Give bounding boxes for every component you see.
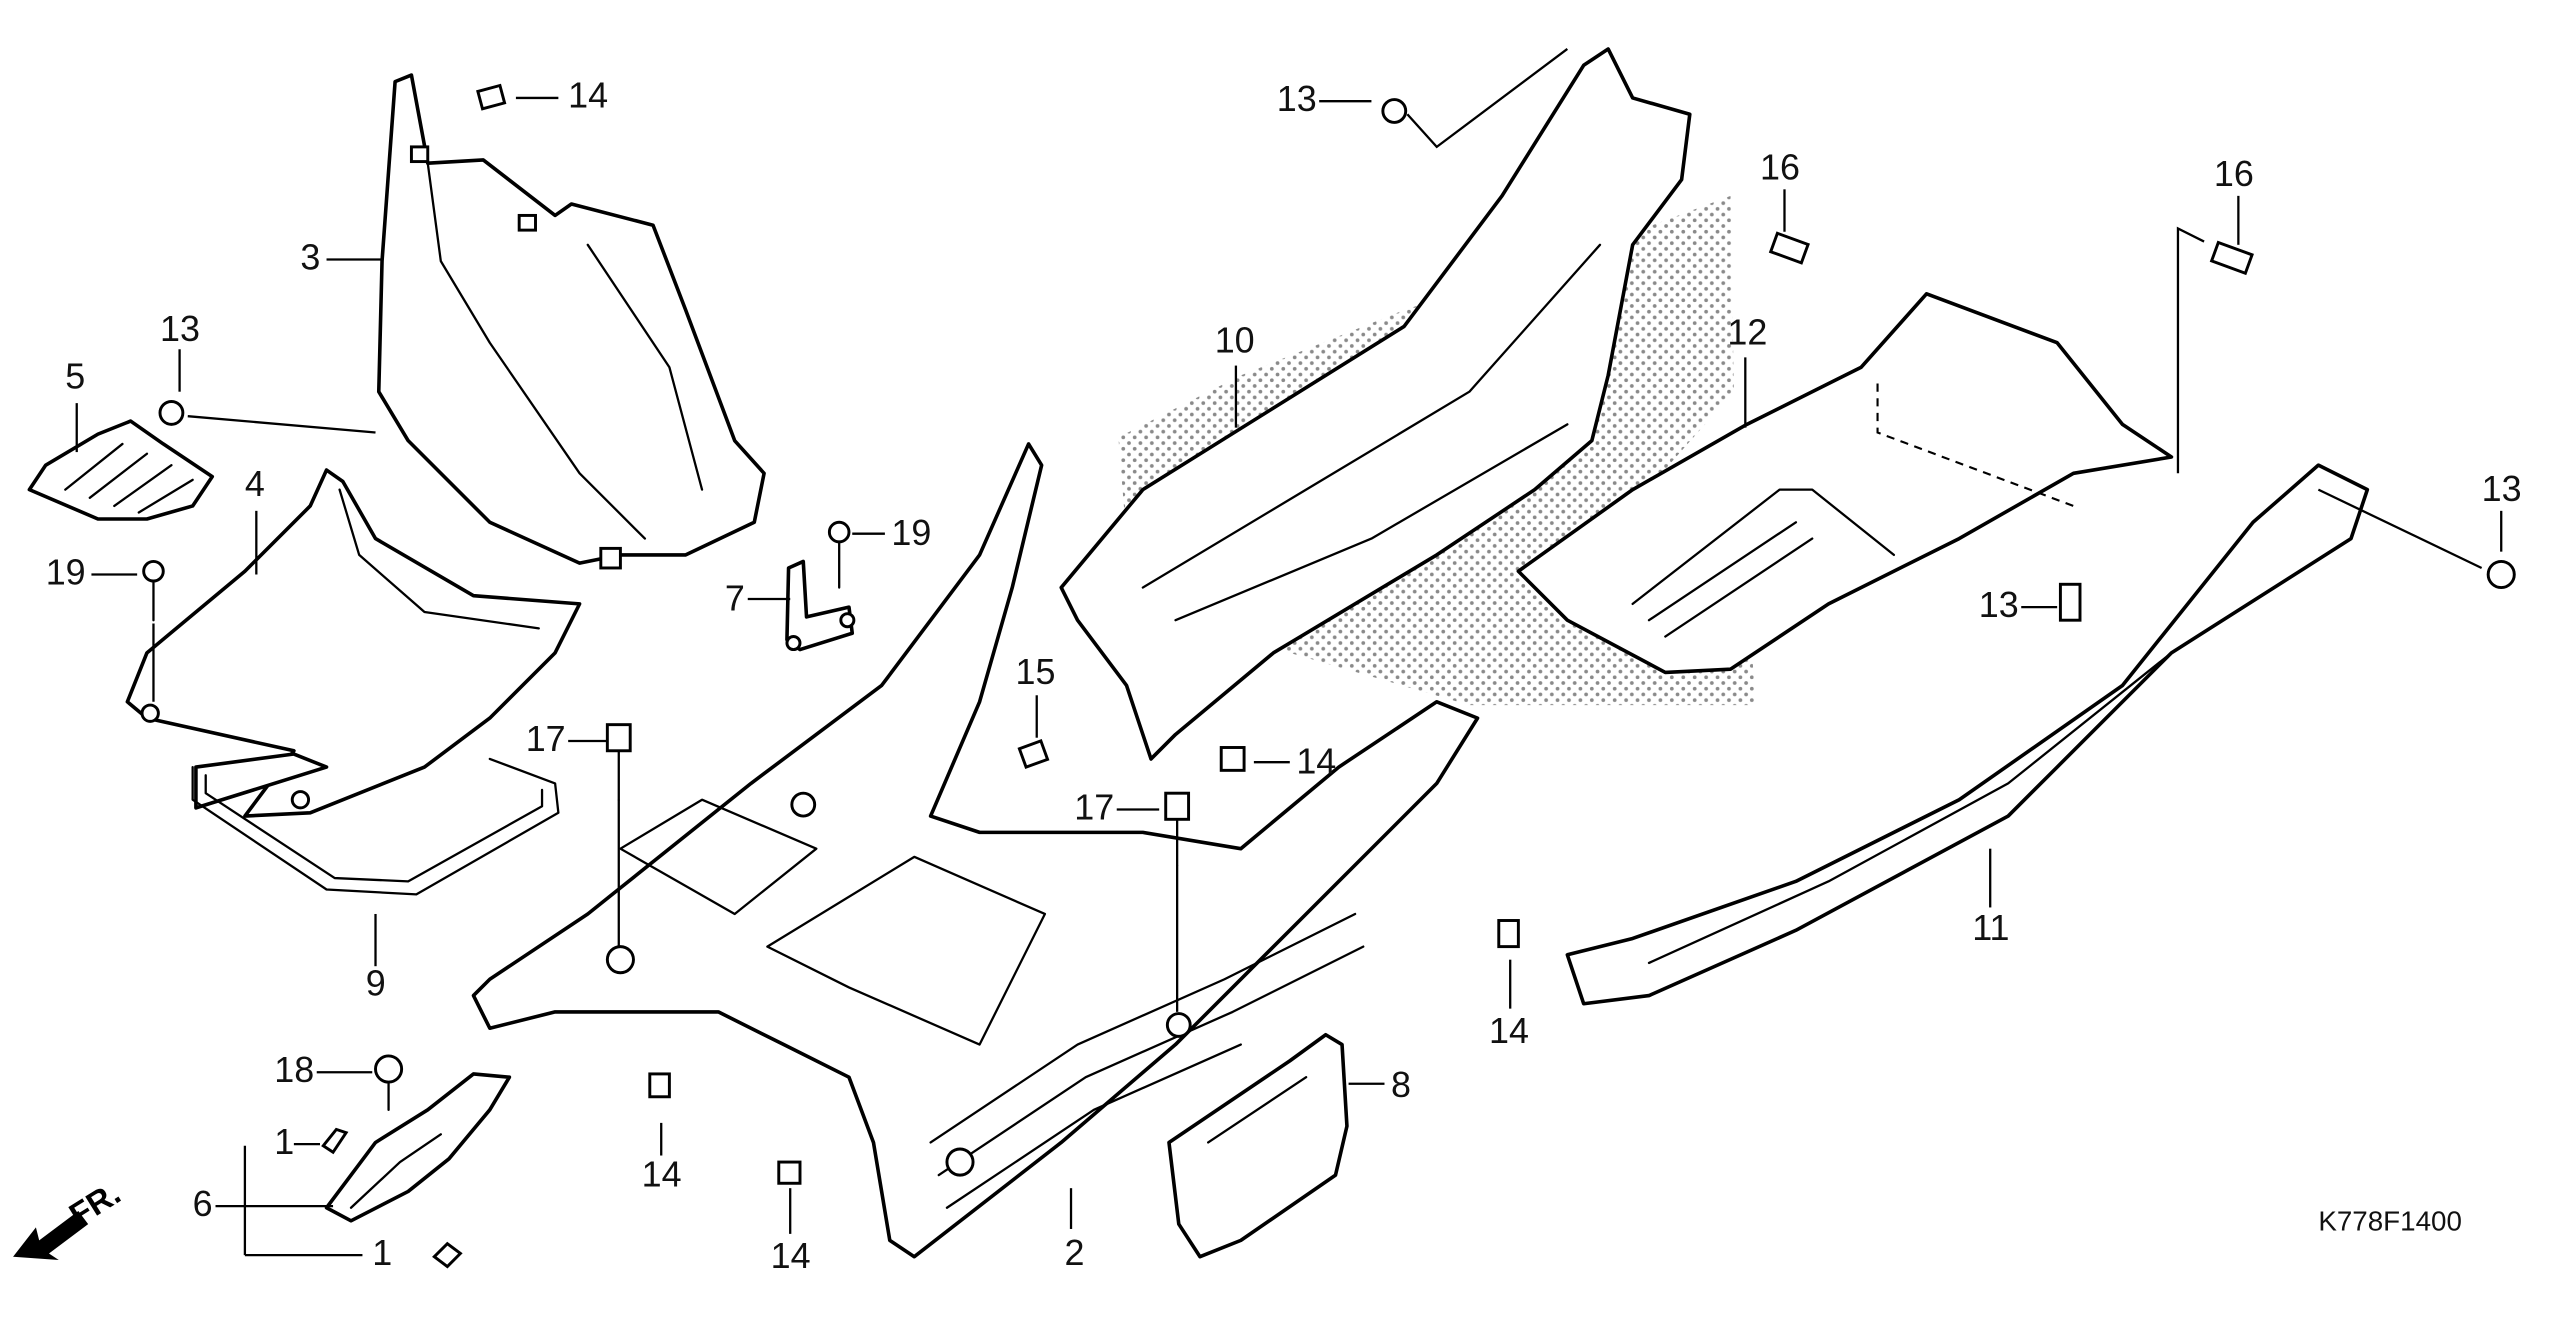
callout-1-seal-pad-lower[interactable]: 1 [244,1232,392,1273]
callout-number: 13 [1277,78,1317,119]
callout-16-bolt-right[interactable]: 16 [2214,153,2254,245]
front-direction-arrow-icon: FR. [13,1174,127,1260]
callout-12-under-cover[interactable]: 12 [1727,311,1767,428]
callout-1-seal-pad-upper[interactable]: 1 [274,1121,320,1162]
callout-14-nut-top[interactable]: 14 [515,75,608,116]
callout-number: 17 [526,718,566,759]
callout-5-cover-lid[interactable]: 5 [65,355,85,453]
part-floor-side-cover-left[interactable] [1059,47,1692,761]
callout-19-screw-left[interactable]: 19 [46,551,138,592]
callout-7-stay-plate[interactable]: 7 [725,577,791,618]
part-seal-rubber-frame[interactable] [191,752,560,896]
callout-11-floor-side-cover-right[interactable]: 11 [1972,848,2010,948]
callout-17-bolt-floor-right[interactable]: 17 [1074,786,1160,827]
callout-number: 14 [1296,741,1336,782]
callout-16-bolt-left[interactable]: 16 [1760,147,1800,232]
callout-number: 10 [1215,320,1255,361]
callout-10-floor-side-cover-left[interactable]: 10 [1215,320,1255,428]
callout-number: 16 [2214,153,2254,194]
callout-number: 8 [1391,1064,1411,1105]
callout-number: 18 [274,1049,314,1090]
part-screw-stay[interactable] [827,520,851,589]
callout-number: 3 [300,236,320,277]
callout-number: 11 [1972,907,2009,948]
callout-3-inner-cover-front[interactable]: 3 [300,236,383,277]
part-clip-nut[interactable] [1017,739,1050,770]
callout-number: 19 [46,551,86,592]
callout-number: 1 [372,1232,392,1273]
callout-number: 17 [1074,786,1114,827]
callout-13-clip-left[interactable]: 13 [160,308,200,392]
callout-number: 14 [642,1154,682,1195]
part-nut-side-cover[interactable] [1219,746,1246,772]
callout-4-inner-cover-lower[interactable]: 4 [245,463,265,575]
callout-13-clip-right[interactable]: 13 [2482,468,2522,552]
callout-14-nut-right[interactable]: 14 [1489,959,1529,1051]
leader-clip-13-top [1406,48,1569,149]
part-code-label: K778F1400 [2318,1206,2462,1237]
callout-15-clip-nut[interactable]: 15 [1016,651,1056,738]
callout-number: 4 [245,463,265,504]
callout-13-clip-under-cover[interactable]: 13 [1979,584,2058,625]
callout-number: 12 [1727,311,1767,352]
callout-number: 7 [725,577,745,618]
part-clip-right[interactable] [2486,559,2516,590]
callout-14-nut-floor-left[interactable]: 14 [642,1122,682,1195]
part-bracket-assembly[interactable] [324,1072,512,1223]
callout-number: 14 [568,75,608,116]
callout-number: 13 [1979,584,2019,625]
callout-number: 19 [891,512,931,553]
callout-9-seal-rubber-frame[interactable]: 9 [366,913,386,1004]
callout-number: 13 [160,308,200,349]
part-nut-floor-bottom[interactable] [777,1160,802,1185]
part-clip-top-center[interactable] [1381,98,1408,124]
leader-clip-13-left [187,415,376,434]
callout-number: 16 [1760,147,1800,188]
callout-13-clip-top-center[interactable]: 13 [1277,78,1372,119]
part-under-cover[interactable] [1516,291,2174,675]
part-floor-side-cover-right[interactable] [1565,463,2370,1006]
part-bolt-floor-left[interactable] [605,723,632,947]
callout-number: 1 [274,1121,294,1162]
part-bolt-right[interactable] [2209,240,2254,276]
part-clip-under-cover[interactable] [2058,582,2082,622]
leader-clip-13-right [2317,488,2483,570]
callout-number: 14 [1489,1010,1529,1051]
part-bolt-bracket[interactable] [374,1054,404,1111]
callout-number: 5 [65,355,85,396]
callout-number: 9 [366,963,386,1004]
part-nut-floor-left[interactable] [648,1072,671,1099]
callout-number: 2 [1064,1232,1084,1273]
callout-18-bolt-bracket[interactable]: 18 [274,1049,373,1090]
callout-number: 15 [1016,651,1056,692]
part-clip-left[interactable] [158,400,185,426]
part-nut-top[interactable] [476,83,507,111]
part-cover-lid[interactable] [27,419,215,521]
callout-14-nut-floor-bottom[interactable]: 14 [771,1188,811,1276]
part-seal-pad-upper[interactable] [321,1127,349,1155]
part-floor-step[interactable] [471,442,1480,1259]
part-seal-pad-lower[interactable] [432,1241,463,1269]
part-nut-right[interactable] [1497,919,1520,949]
part-bolt-floor-right[interactable] [1164,791,1191,1012]
part-inner-cover-front[interactable] [376,73,766,570]
part-screw-left[interactable] [142,559,165,702]
callout-number: 13 [2482,468,2522,509]
callout-number: 6 [193,1183,213,1224]
part-side-step-cover[interactable] [1167,1032,1349,1259]
callout-8-side-step-cover[interactable]: 8 [1348,1064,1411,1105]
leader-bolt-16-right [2176,226,2205,474]
part-inner-cover-lower[interactable] [125,468,582,818]
part-stay-plate[interactable] [785,559,856,652]
callout-17-bolt-floor-left[interactable]: 17 [526,718,608,759]
callout-2-floor-step[interactable]: 2 [1064,1188,1084,1273]
callout-number: 14 [771,1235,811,1276]
callout-6-bracket-assembly[interactable]: 6 [193,1183,334,1224]
callout-14-nut-side-cover[interactable]: 14 [1253,741,1336,782]
callout-19-screw-stay[interactable]: 19 [852,512,931,553]
part-bolt-left[interactable] [1768,231,1810,265]
